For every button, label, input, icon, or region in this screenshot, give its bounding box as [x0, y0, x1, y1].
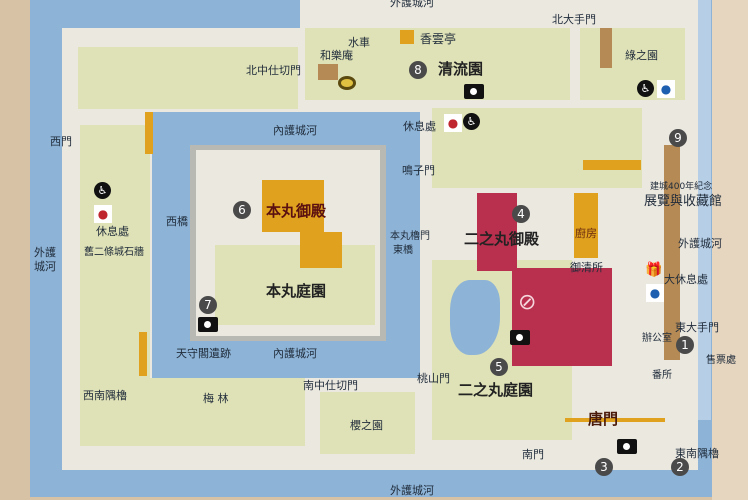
kara-mon-wall: [565, 418, 665, 422]
camera-icon: [198, 317, 218, 332]
southwest-building: [139, 332, 147, 376]
ninomaru-palace-building: [477, 193, 517, 271]
camera-icon: [617, 439, 637, 454]
beige-margin-right: [712, 0, 748, 500]
label-inner-moat-north: 內護城河: [273, 124, 317, 137]
camera-icon: [464, 84, 484, 99]
female-icon: ●: [447, 116, 459, 130]
exhibition-hall-building: [664, 145, 680, 360]
honmaru-palace-wing: [300, 232, 342, 268]
label-keep-ruins: 天守閣遺跡: [176, 347, 231, 360]
label-plum-grove: 梅 林: [203, 392, 229, 405]
marker-2[interactable]: 2: [671, 458, 689, 476]
marker-3[interactable]: 3: [595, 458, 613, 476]
gift-icon: 🎁: [645, 262, 663, 278]
male-icon: ●: [660, 82, 672, 96]
label-naruko-gate: 鳴子門: [402, 164, 435, 177]
north-west-lawn: [78, 47, 298, 109]
wheelchair-icon: ♿: [94, 182, 111, 199]
label-seiryu-en: 清流園: [438, 60, 484, 78]
label-southwest-turret: 西南隅櫓: [83, 389, 127, 402]
label-main-rest-area: 大休息處: [664, 273, 708, 286]
label-east-main-gate: 東大手門: [675, 321, 719, 334]
label-cherry-garden: 櫻之園: [350, 419, 383, 432]
label-honmaru-garden: 本丸庭園: [266, 282, 327, 300]
label-rest-area-north: 休息處: [403, 120, 436, 133]
label-north-main-gate: 北大手門: [552, 13, 596, 26]
okiyo-dokoro-building: [583, 160, 641, 170]
honmaru-palace-building: [262, 180, 324, 232]
marker-5[interactable]: 5: [490, 358, 508, 376]
label-west-bridge: 西橋: [166, 215, 188, 228]
label-old-stone-wall: 舊二條城石牆: [84, 247, 144, 258]
label-guardhouse: 番所: [652, 370, 672, 381]
label-exhibition-hall: 展覽與收藏館: [644, 194, 723, 209]
honmaru-garden-lawn: [215, 245, 375, 325]
label-honmaru-gate: 本丸櫓門: [390, 231, 430, 242]
camera-icon: [510, 330, 530, 345]
cherry-garden-lawn: [320, 392, 415, 454]
label-west-gate: 西門: [50, 135, 72, 148]
restroom-icon: ●: [94, 205, 112, 223]
female-icon: ●: [97, 207, 109, 221]
kitchen-building: [574, 193, 598, 258]
restroom-icon: ●: [646, 284, 664, 302]
label-ninomaru-palace: 二之丸御殿: [464, 230, 540, 248]
label-honmaru-palace: 本丸御殿: [266, 202, 327, 220]
label-waraku-an: 和樂庵: [320, 49, 353, 62]
label-green-garden: 綠之園: [625, 49, 658, 62]
marker-1[interactable]: 1: [676, 336, 694, 354]
label-kitchen: 廚房: [575, 227, 597, 240]
label-momoyama-gate: 桃山門: [417, 372, 450, 385]
label-north-middle-gate: 北中仕切門: [246, 64, 301, 77]
label-outer-moat-top: 外護城河: [390, 0, 434, 9]
green-garden-building: [600, 28, 612, 68]
label-south-gate: 南門: [522, 448, 544, 461]
ninomaru-pond: [450, 280, 500, 355]
label-ninomaru-garden: 二之丸庭園: [458, 381, 534, 399]
restroom-icon: ●: [657, 80, 675, 98]
label-outer-moat-east: 外護城河: [678, 237, 722, 250]
label-inner-moat-south: 內護城河: [273, 347, 317, 360]
label-anniversary: 建城400年紀念: [650, 182, 713, 192]
label-south-middle-gate: 南中仕切門: [303, 379, 358, 392]
label-water-wheel: 水車: [348, 36, 370, 49]
waraku-an-building: [318, 64, 338, 80]
label-okiyo-dokoro: 御清所: [570, 261, 603, 274]
label-east-bridge: 東橋: [393, 245, 413, 256]
marker-8[interactable]: 8: [409, 61, 427, 79]
label-outer-moat-south: 外護城河: [390, 484, 434, 497]
restroom-icon: ●: [444, 114, 462, 132]
label-ticket-office: 售票處: [706, 355, 736, 366]
label-kara-mon: 唐門: [588, 410, 619, 428]
ninomaru-palace-wing: [512, 268, 612, 366]
label-outer-moat-west: 外護城河: [34, 246, 56, 273]
label-rest-area-west: 休息處: [96, 225, 129, 238]
label-southeast-turret: 東南隅櫓: [675, 447, 719, 460]
wheelchair-icon: ♿: [463, 113, 480, 130]
wheelchair-icon: ♿: [637, 80, 654, 97]
south-west-lawn: [80, 378, 305, 446]
label-koun-tei: 香雲亭: [420, 32, 457, 46]
marker-9[interactable]: 9: [669, 129, 687, 147]
no-photography-icon: ⊘: [518, 290, 537, 315]
west-turret-building: [145, 112, 153, 154]
male-icon: ●: [649, 286, 661, 300]
marker-4[interactable]: 4: [512, 205, 530, 223]
koun-tei-building: [400, 30, 414, 44]
marker-7[interactable]: 7: [199, 296, 217, 314]
tea-bowl-icon: [338, 76, 356, 90]
east-moat-strip: [697, 0, 711, 420]
label-office: 辦公室: [642, 333, 672, 344]
marker-6[interactable]: 6: [233, 201, 251, 219]
